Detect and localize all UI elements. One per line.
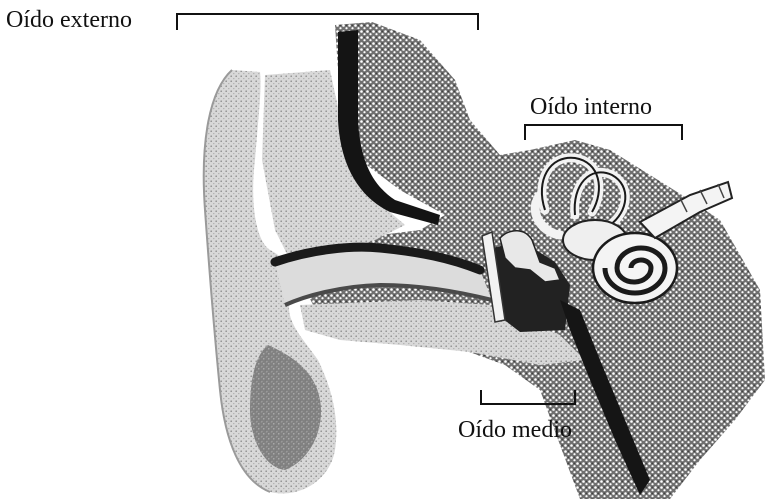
outer-ear-label: Oído externo (6, 8, 132, 32)
cochlea (593, 233, 677, 303)
inner-ear-bracket (525, 125, 682, 140)
outer-ear-bracket (177, 14, 478, 30)
inner-ear-label: Oído interno (530, 95, 652, 119)
middle-ear-label: Oído medio (458, 418, 572, 442)
